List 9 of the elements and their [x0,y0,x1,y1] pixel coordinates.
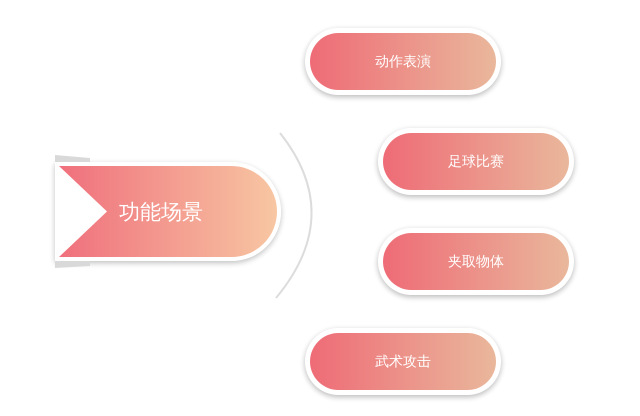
node-label: 动作表演 [375,52,431,70]
node-label: 功能场景 [119,198,203,226]
scenario-pill [378,228,574,295]
node-label: 足球比赛 [448,152,504,170]
scenario-pill [378,128,574,195]
node-label: 武术攻击 [375,352,431,370]
scenario-pill [305,328,501,395]
scenario-pill [305,28,501,95]
node-label: 夹取物体 [448,252,504,270]
